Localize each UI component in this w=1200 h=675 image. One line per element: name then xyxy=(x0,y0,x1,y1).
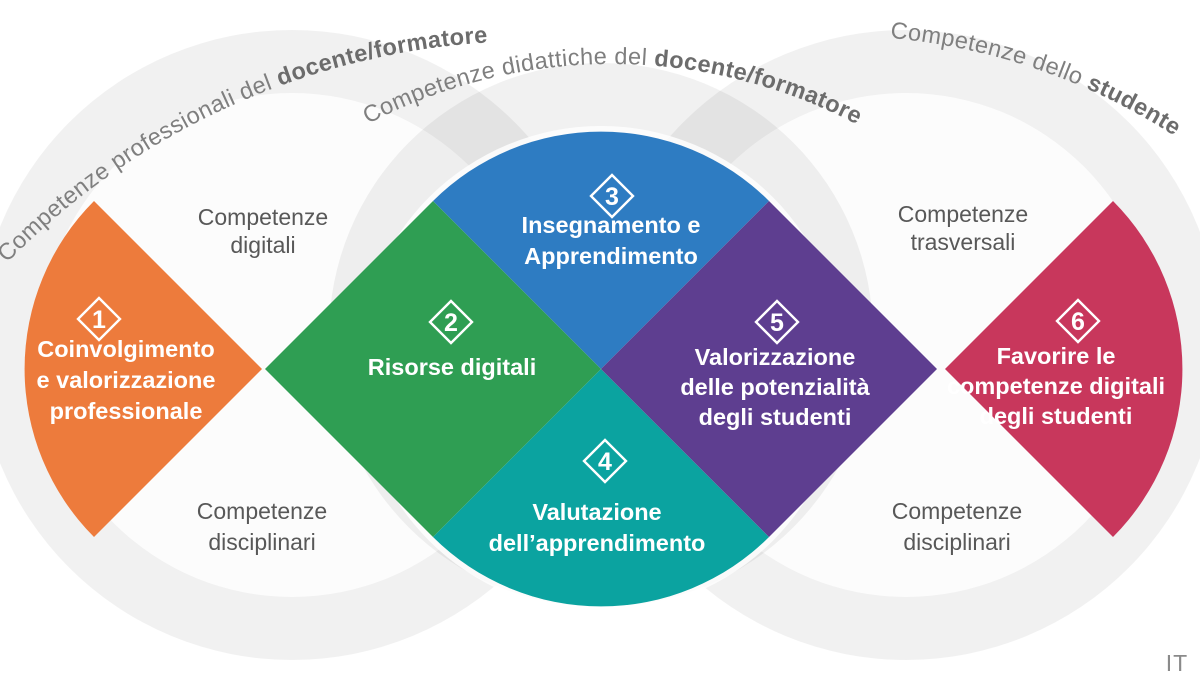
badge-4: 4 xyxy=(582,438,628,484)
zone-label-digital-line1: Competenze xyxy=(198,204,328,230)
badge-6-diamond-icon xyxy=(1055,298,1101,344)
zone-label-digital-line2: digitali xyxy=(230,232,295,258)
badge-1: 1 xyxy=(76,296,122,342)
shape-area6-learners-digital-competence xyxy=(945,201,1183,537)
zone-label-disciplinary-left-line1: Competenze xyxy=(197,498,327,524)
badge-6: 6 xyxy=(1055,298,1101,344)
shape-area4-assessment xyxy=(433,369,769,607)
shape-area1-professional-engagement xyxy=(24,201,262,537)
label-area4-line2: dell’apprendimento xyxy=(489,530,706,556)
label-area6-line2: competenze digitali xyxy=(947,373,1165,399)
zone-label-digital: Competenze digitali xyxy=(198,204,328,258)
badge-3: 3 xyxy=(589,173,635,219)
badge-4-number: 4 xyxy=(598,448,612,476)
badge-3-diamond-icon xyxy=(589,173,635,219)
label-area2: Risorse digitali xyxy=(368,354,536,380)
badge-4-diamond-icon xyxy=(582,438,628,484)
shape-area5-empowering-learners xyxy=(601,201,937,537)
label-area1-line3: professionale xyxy=(50,398,203,424)
badge-2-diamond-icon xyxy=(428,299,474,345)
shape-area3-teaching-learning xyxy=(433,131,769,369)
badge-6-number: 6 xyxy=(1071,308,1085,336)
zone-label-transversal-line2: trasversali xyxy=(911,229,1016,255)
badge-1-number: 1 xyxy=(92,306,106,334)
zone-label-disciplinary-left: Competenze disciplinari xyxy=(197,498,327,555)
badge-3-number: 3 xyxy=(605,183,619,211)
label-area4: Valutazione dell’apprendimento xyxy=(489,499,706,556)
label-area3-line1: Insegnamento e xyxy=(522,212,701,238)
zone-label-disciplinary-left-line2: disciplinari xyxy=(208,529,315,555)
label-area5-line1: Valorizzazione xyxy=(695,344,856,370)
competence-shapes xyxy=(24,131,1183,607)
label-area2-line1: Risorse digitali xyxy=(368,354,536,380)
shape-area2-digital-resources xyxy=(265,201,601,537)
label-area1-line1: Coinvolgimento xyxy=(37,336,215,362)
zone-label-disciplinary-right: Competenze disciplinari xyxy=(892,498,1022,555)
label-area4-line1: Valutazione xyxy=(532,499,661,525)
label-area6-line1: Favorire le xyxy=(997,343,1116,369)
badge-5: 5 xyxy=(754,299,800,345)
badge-5-diamond-icon xyxy=(754,299,800,345)
label-area5-line2: delle potenzialità xyxy=(680,374,870,400)
label-area3: Insegnamento e Apprendimento xyxy=(522,212,701,269)
badge-2: 2 xyxy=(428,299,474,345)
zone-label-disciplinary-right-line1: Competenze xyxy=(892,498,1022,524)
zone-label-transversal: Competenze trasversali xyxy=(898,201,1028,255)
competence-labels: Coinvolgimento e valorizzazione professi… xyxy=(37,212,1166,556)
label-area1-line2: e valorizzazione xyxy=(37,367,216,393)
badge-2-number: 2 xyxy=(444,309,458,337)
zone-label-disciplinary-right-line2: disciplinari xyxy=(903,529,1010,555)
label-area5-line3: degli studenti xyxy=(699,404,852,430)
label-area5: Valorizzazione delle potenzialità degli … xyxy=(680,344,870,430)
zone-label-transversal-line1: Competenze xyxy=(898,201,1028,227)
label-area1: Coinvolgimento e valorizzazione professi… xyxy=(37,336,216,424)
label-area6-line3: degli studenti xyxy=(980,403,1133,429)
language-tag: IT xyxy=(1166,650,1188,675)
label-area3-line2: Apprendimento xyxy=(524,243,698,269)
zone-labels: Competenze digitali Competenze trasversa… xyxy=(197,201,1028,555)
label-area6: Favorire le competenze digitali degli st… xyxy=(947,343,1165,429)
badge-5-number: 5 xyxy=(770,309,784,337)
badge-1-diamond-icon xyxy=(76,296,122,342)
number-badges: 1 2 3 4 5 6 xyxy=(76,173,1101,484)
